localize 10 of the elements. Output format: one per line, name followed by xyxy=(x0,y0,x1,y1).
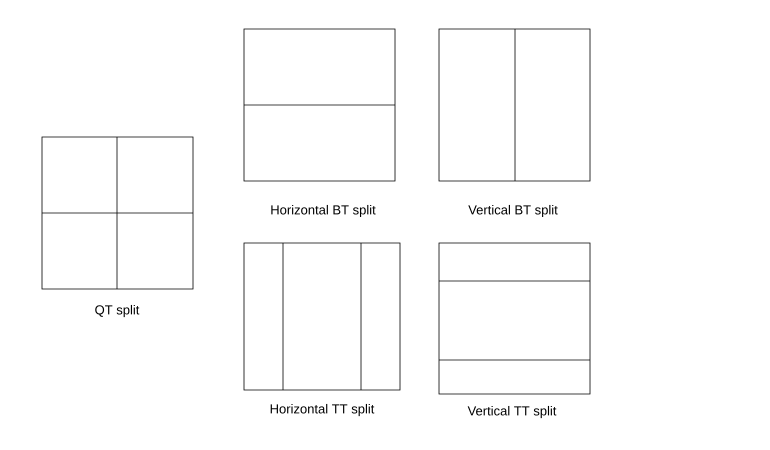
split-box xyxy=(244,242,400,390)
node-label: Horizontal TT split xyxy=(270,404,374,416)
node-label: Vertical BT split xyxy=(468,204,558,218)
split-box xyxy=(42,136,194,290)
node-label: QT split xyxy=(95,304,140,318)
split-box xyxy=(244,28,396,182)
node-label: Horizontal BT split xyxy=(271,204,376,218)
split-box xyxy=(438,242,590,394)
node-label: Vertical TT split xyxy=(468,406,556,418)
split-box xyxy=(438,28,590,182)
